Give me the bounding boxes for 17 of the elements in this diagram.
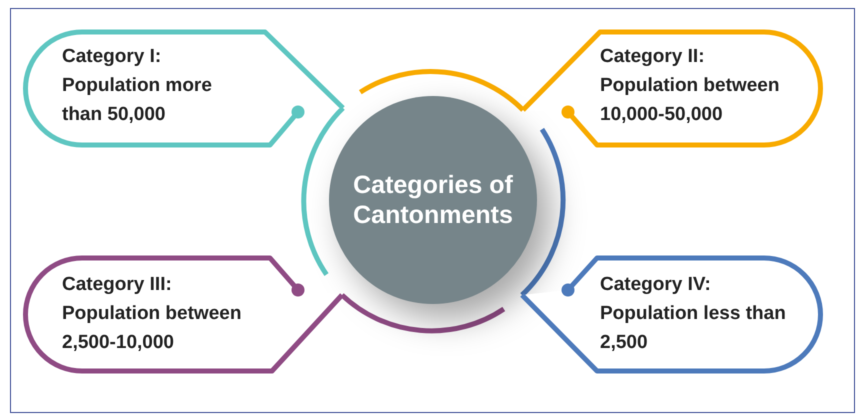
population-text: Population less than 2,500 (600, 302, 787, 355)
callout-box (523, 32, 821, 145)
population-text: Population more than 50,000 (62, 74, 213, 127)
arc-connector (301, 106, 345, 276)
arc-connector (340, 293, 506, 334)
center-title: Categories of Cantonments (352, 170, 514, 230)
arc-connector (520, 128, 566, 297)
category-heading: Category I: (62, 45, 162, 69)
population-text: Population between 2,500-10,000 (62, 302, 242, 355)
category-heading: Category II: (600, 45, 706, 69)
callout-box (25, 32, 343, 145)
callout-box (25, 258, 342, 371)
callout-box (522, 258, 821, 371)
category-heading: Category III: (62, 273, 173, 297)
population-text: Population between 10,000-50,000 (600, 74, 780, 127)
arc-connector (359, 69, 525, 112)
category-heading: Category IV: (600, 273, 712, 297)
